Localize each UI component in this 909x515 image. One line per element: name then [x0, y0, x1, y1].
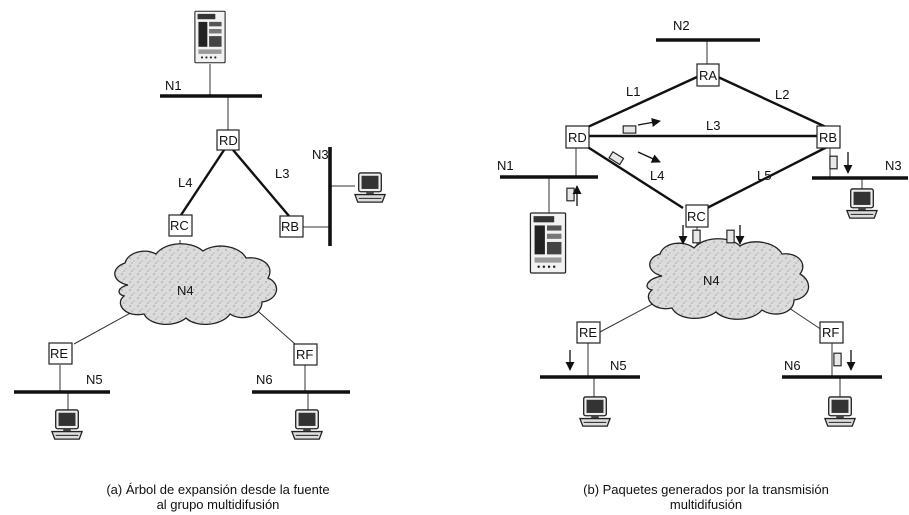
label-rc: RC [687, 209, 706, 224]
label-n6: N6 [784, 358, 801, 373]
packet-icon [833, 352, 842, 367]
workstation-icon [846, 188, 878, 219]
label-re: RE [579, 325, 597, 340]
label-l5: L5 [757, 168, 771, 183]
label-n5: N5 [86, 372, 103, 387]
server-icon [529, 212, 567, 274]
router-ra [696, 63, 720, 87]
server-icon [194, 10, 226, 64]
workstation-icon [51, 409, 83, 440]
caption-b-line1: (b) Paquetes generados por la transmisió… [583, 482, 829, 497]
label-l4: L4 [650, 168, 664, 183]
router-rb [279, 215, 304, 238]
label-n3: N3 [885, 158, 902, 173]
link-l2 [717, 75, 829, 130]
router-rd [216, 129, 240, 151]
cloud-n4 [646, 238, 810, 320]
label-rf: RF [822, 325, 839, 340]
label-n1: N1 [497, 158, 514, 173]
label-rb: RB [281, 219, 299, 234]
router-rd [565, 125, 590, 149]
packet-icon [692, 229, 701, 244]
label-l2: L2 [775, 87, 789, 102]
packet-icon [566, 187, 575, 202]
caption-a-line2: al grupo multidifusión [157, 497, 280, 512]
label-l4: L4 [178, 175, 192, 190]
label-n5: N5 [610, 358, 627, 373]
label-n3: N3 [312, 147, 329, 162]
label-rb: RB [819, 130, 837, 145]
re-to-cloud [599, 299, 661, 333]
panel-a: N1 N3 N4 N5 N6 RD RC RB RE RF L4 L3 (a) … [14, 10, 386, 512]
label-l3: L3 [275, 166, 289, 181]
panel-b: N2 N1 N3 N4 N5 N6 RA RD RB RC RE RF L1 L… [497, 18, 908, 512]
arrow-icon [637, 151, 661, 163]
workstation-icon [354, 172, 386, 203]
label-n4: N4 [703, 273, 720, 288]
label-l3: L3 [706, 118, 720, 133]
label-rc: RC [170, 218, 189, 233]
router-re [48, 342, 73, 365]
link-l4 [585, 144, 684, 210]
packet-icon [622, 125, 637, 134]
arrow-icon [637, 117, 661, 127]
label-n1: N1 [165, 78, 182, 93]
label-n6: N6 [256, 372, 273, 387]
caption-b-line2: multidifusión [670, 497, 742, 512]
router-rf [819, 321, 844, 344]
label-ra: RA [699, 68, 717, 83]
caption-a-line1: (a) Árbol de expansión desde la fuente [106, 482, 329, 497]
router-re [576, 321, 601, 344]
label-l1: L1 [626, 84, 640, 99]
label-re: RE [50, 346, 68, 361]
router-rf [293, 343, 318, 366]
packet-icon [829, 155, 838, 170]
label-rf: RF [296, 347, 313, 362]
packet-icon [726, 229, 735, 244]
cloud-n4 [114, 243, 278, 325]
router-rb [816, 125, 841, 149]
router-rc [685, 204, 709, 228]
router-rc [168, 214, 193, 237]
label-n2: N2 [673, 18, 690, 33]
link-l3 [227, 143, 290, 217]
link-l4 [179, 143, 230, 216]
link-l1 [578, 75, 698, 133]
workstation-icon [824, 396, 856, 427]
label-n4: N4 [177, 283, 194, 298]
label-rd: RD [219, 133, 238, 148]
link-l5 [706, 144, 830, 210]
label-rd: RD [568, 130, 587, 145]
workstation-icon [579, 396, 611, 427]
workstation-icon [291, 409, 323, 440]
